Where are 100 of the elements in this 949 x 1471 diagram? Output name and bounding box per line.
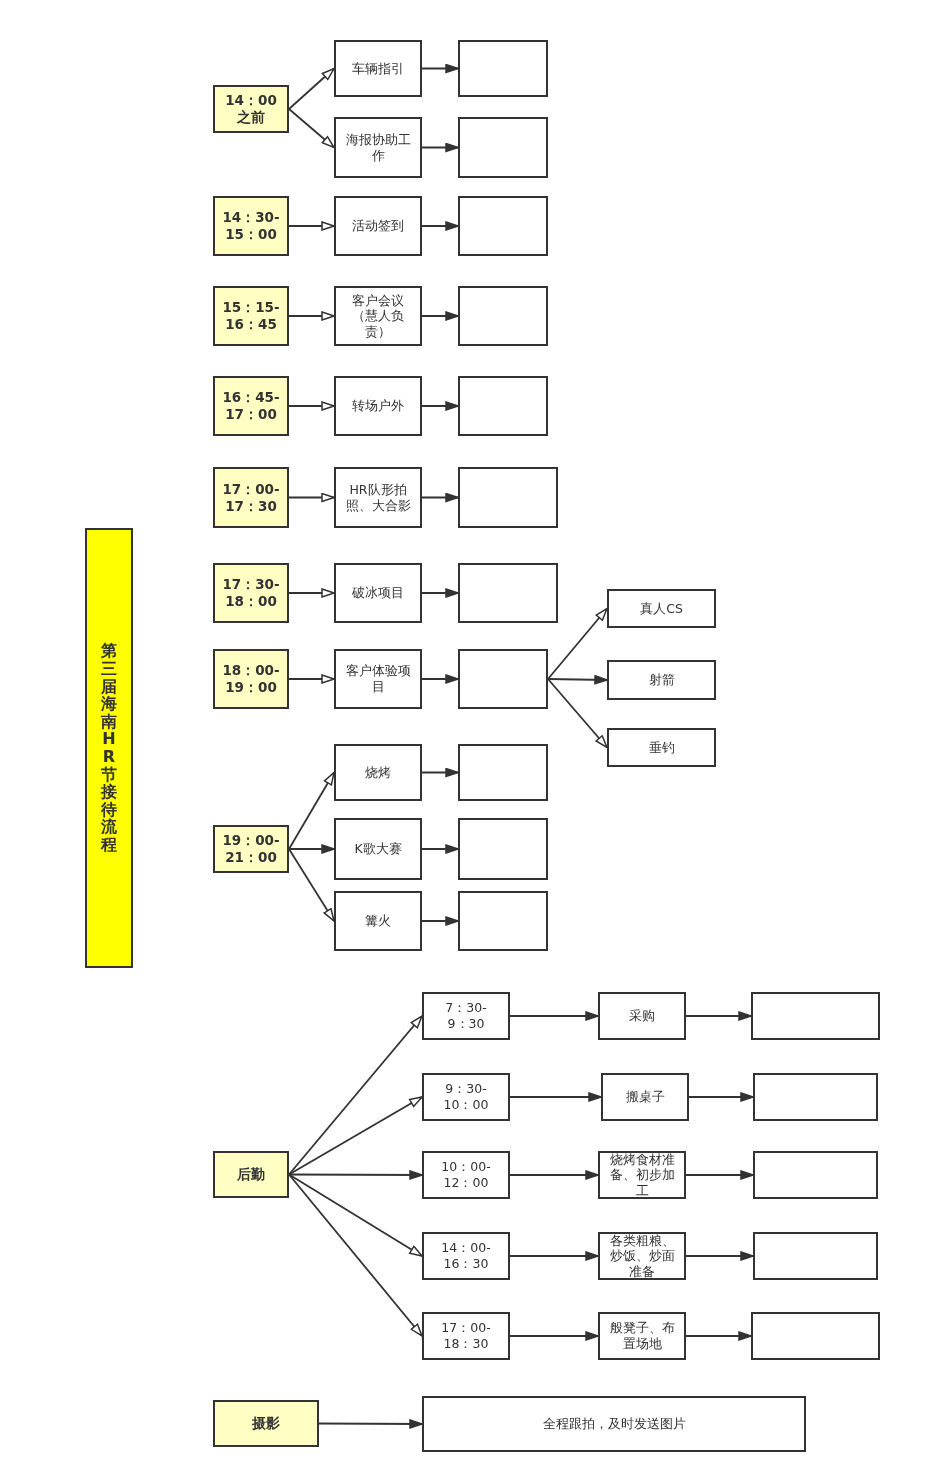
arrow — [509, 1331, 599, 1341]
arrow — [288, 848, 335, 922]
time-box — [213, 286, 289, 346]
process-box — [334, 649, 422, 709]
arrow — [288, 1096, 423, 1176]
process-box — [334, 891, 422, 951]
process-box — [422, 1151, 510, 1199]
process-box — [422, 1232, 510, 1280]
arrow — [288, 1173, 423, 1257]
empty-box — [458, 117, 548, 178]
empty-box — [753, 1073, 878, 1121]
empty-box — [458, 286, 548, 346]
arrow — [509, 1011, 599, 1021]
process-box — [334, 467, 422, 528]
arrow — [421, 311, 459, 321]
arrow — [288, 1015, 423, 1176]
box-label: 17：00-18：30 — [440, 1320, 492, 1352]
arrow — [685, 1251, 754, 1261]
box-label: 10：00-12：00 — [440, 1159, 492, 1191]
arrow — [288, 1173, 423, 1337]
box-label: 篝火 — [365, 913, 391, 929]
box-label: 后勤 — [237, 1166, 265, 1183]
time-box — [213, 467, 289, 528]
process-box — [598, 1151, 686, 1199]
box-label: 客户会议（慧人负责） — [351, 292, 405, 340]
arrow — [288, 67, 335, 110]
empty-box — [458, 467, 558, 528]
process-box — [334, 818, 422, 880]
box-label: 搬桌子 — [625, 1089, 665, 1105]
arrow — [288, 674, 335, 684]
box-label: 海报协助工作 — [344, 131, 412, 164]
process-box — [334, 117, 422, 178]
box-label: 各类粗粮、炒饭、炒面准备 — [608, 1232, 676, 1280]
box-label: 14：00-16：30 — [440, 1240, 492, 1272]
arrow — [547, 607, 608, 680]
process-box — [607, 660, 716, 700]
empty-box — [458, 563, 558, 623]
empty-box — [753, 1232, 878, 1280]
title-bar — [85, 528, 133, 968]
arrow — [421, 142, 459, 153]
box-label: 车辆指引 — [352, 60, 404, 77]
arrow — [421, 588, 459, 598]
arrow — [318, 1419, 423, 1429]
box-label: 破冰项目 — [352, 585, 404, 601]
process-box — [598, 1312, 686, 1360]
box-label: HR队形拍照、大合影 — [344, 481, 412, 514]
box-label: 17：30-18：00 — [221, 576, 281, 610]
process-box — [422, 1073, 510, 1121]
box-label: 转场户外 — [352, 398, 404, 414]
arrow — [288, 492, 335, 503]
time-box — [213, 376, 289, 436]
process-box — [601, 1073, 689, 1121]
process-box — [422, 1312, 510, 1360]
arrow — [288, 311, 335, 321]
time-box — [213, 1151, 289, 1198]
box-label: 真人CS — [640, 600, 683, 617]
box-label: 第三届海南HR节接待流程 — [99, 642, 118, 854]
time-box — [213, 85, 289, 133]
box-label: 15：15-16：45 — [221, 299, 281, 333]
time-box — [213, 563, 289, 623]
box-label: 18：00-19：00 — [221, 662, 281, 696]
arrow — [288, 844, 335, 854]
arrow — [509, 1170, 599, 1180]
box-label: 客户体验项目 — [344, 663, 412, 695]
box-label: 14：00之前 — [224, 92, 278, 126]
process-box — [422, 992, 510, 1040]
box-label: 射箭 — [648, 672, 675, 688]
arrow — [288, 771, 335, 850]
box-label: 14：30-15：00 — [221, 209, 281, 243]
box-label: 16：45-17：00 — [221, 389, 281, 423]
process-box — [334, 744, 422, 801]
arrow — [288, 1170, 423, 1180]
arrow — [685, 1170, 754, 1180]
empty-box — [458, 891, 548, 951]
empty-box — [751, 1312, 880, 1360]
box-label: 17：00-17：30 — [221, 480, 281, 515]
empty-box — [458, 376, 548, 436]
empty-box — [751, 992, 880, 1040]
arrow — [509, 1092, 602, 1102]
arrow — [685, 1331, 752, 1341]
arrow — [688, 1092, 754, 1102]
process-box — [334, 196, 422, 256]
process-box — [607, 589, 716, 628]
time-box — [213, 649, 289, 709]
process-box — [334, 563, 422, 623]
box-label: 烧烤 — [365, 764, 391, 781]
empty-box — [458, 744, 548, 801]
arrow — [421, 221, 459, 231]
arrow — [288, 108, 335, 149]
arrow — [288, 401, 335, 411]
process-box — [422, 1396, 806, 1452]
box-label: 9：30-10：00 — [442, 1081, 490, 1113]
arrow — [547, 675, 608, 685]
empty-box — [458, 196, 548, 256]
box-label: 摄影 — [252, 1415, 280, 1432]
box-label: 烧烤食材准备、初步加工 — [608, 1151, 676, 1199]
arrow — [421, 674, 459, 684]
process-box — [598, 1232, 686, 1280]
process-box — [598, 992, 686, 1040]
time-box — [213, 196, 289, 256]
